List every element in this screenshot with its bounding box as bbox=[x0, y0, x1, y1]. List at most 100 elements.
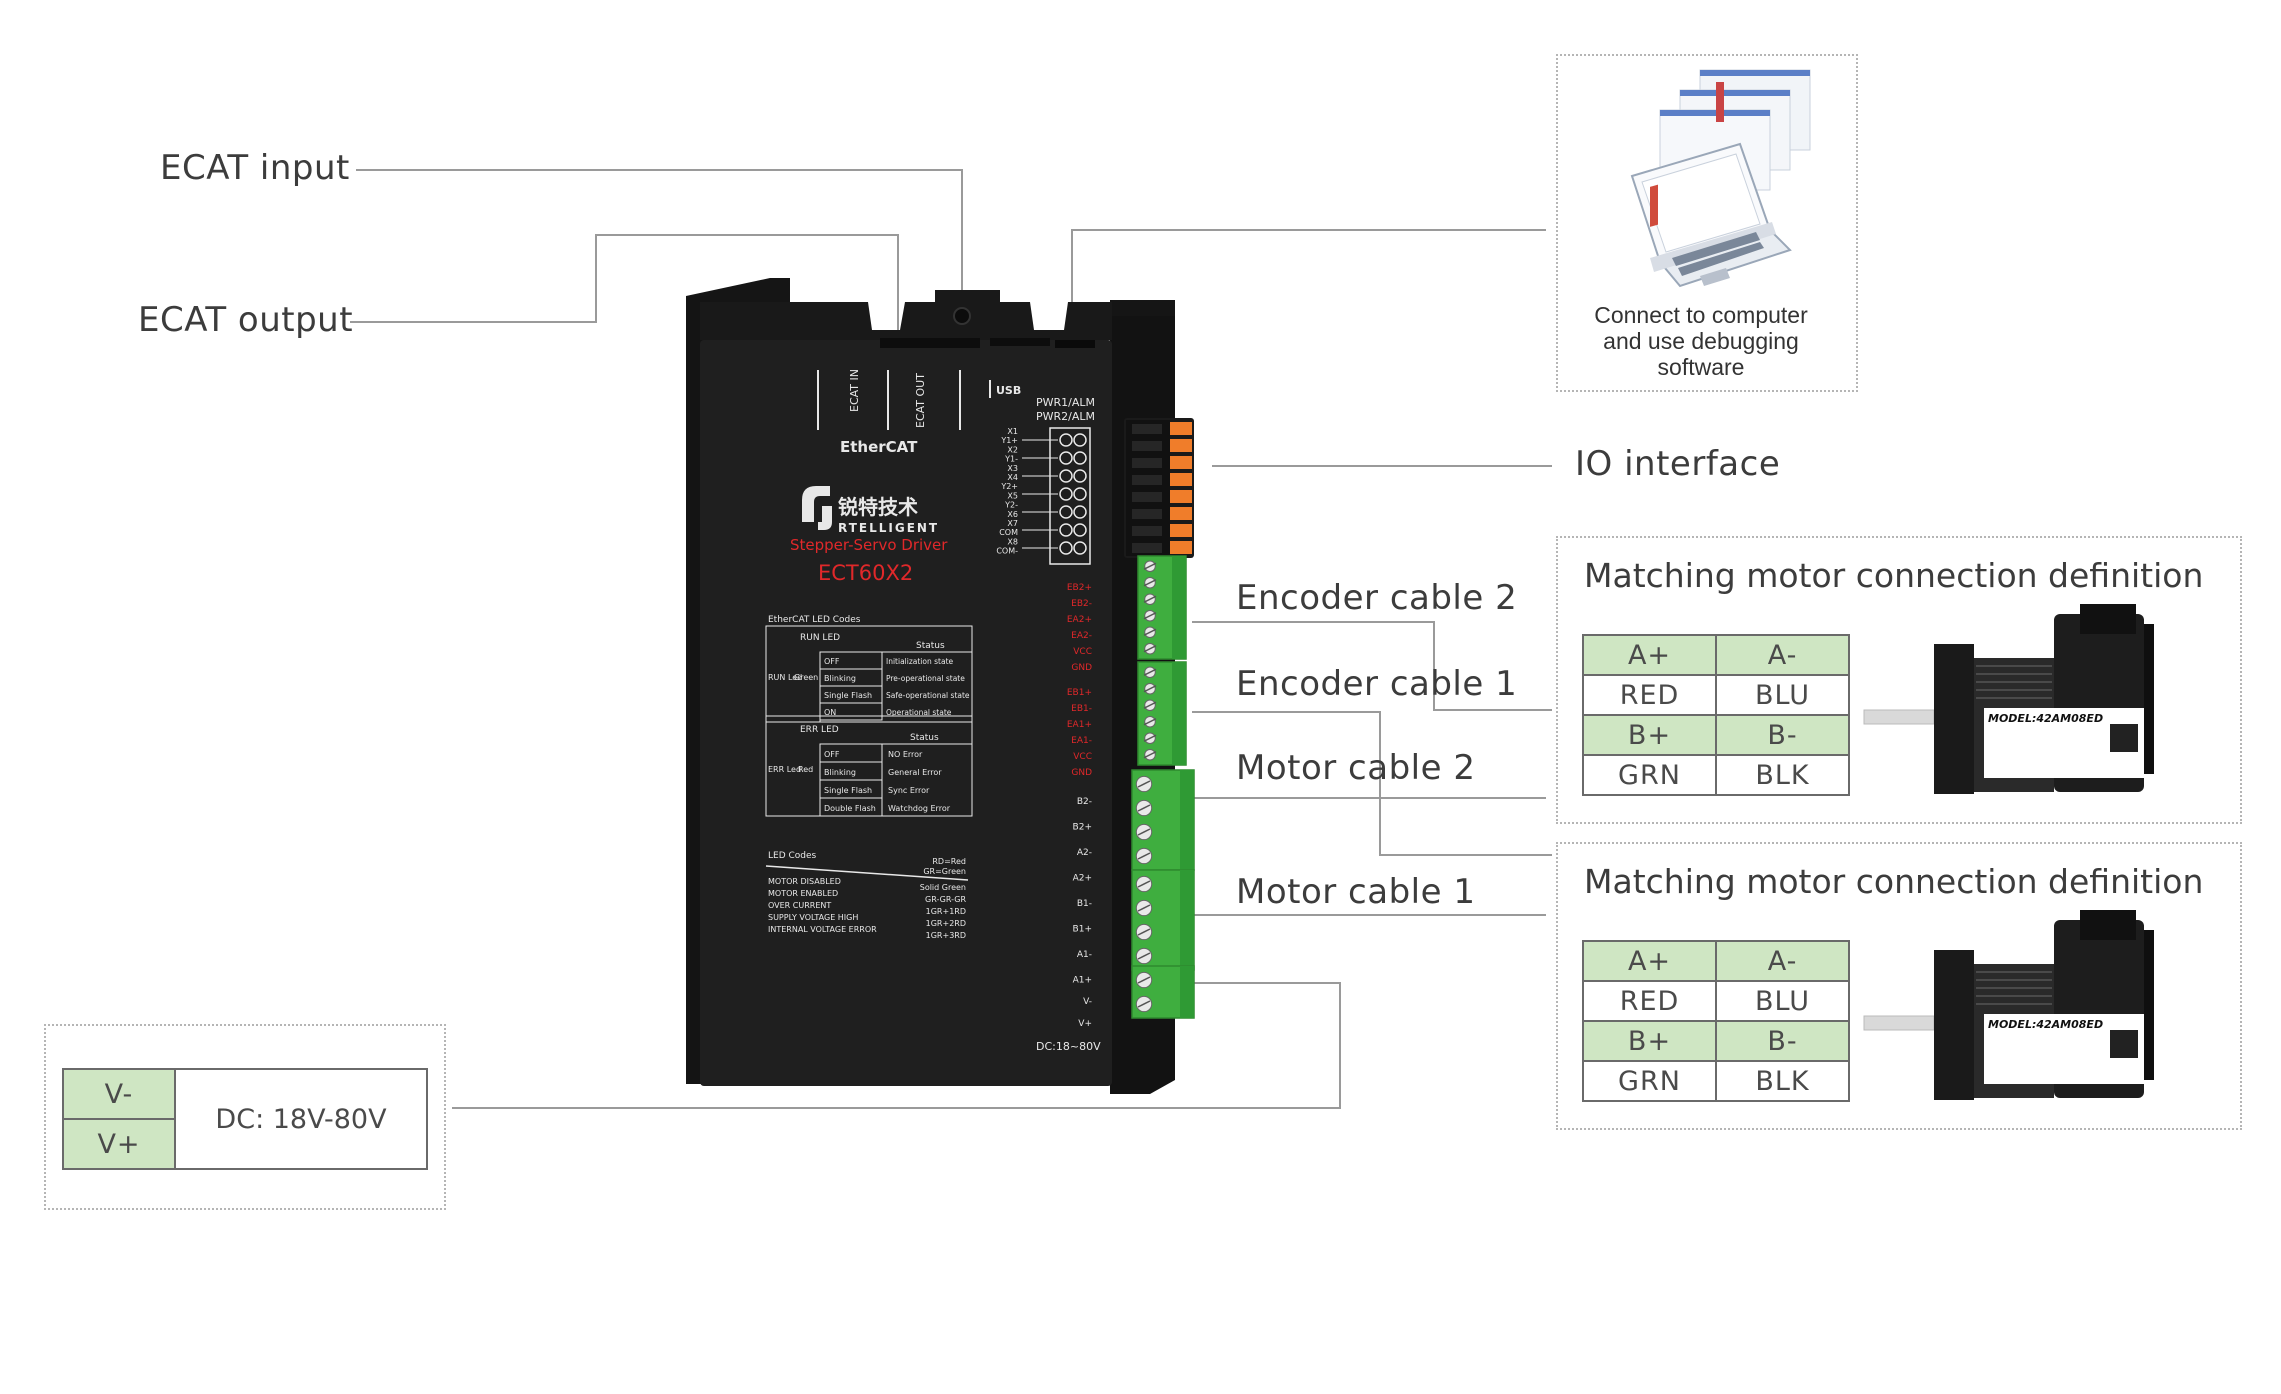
table-cell: BLU bbox=[1715, 980, 1850, 1022]
led-table-text: Initialization state bbox=[886, 657, 954, 666]
terminal-block-edge bbox=[1172, 556, 1186, 659]
led-table-text: ERR LED bbox=[800, 725, 839, 735]
port-usb-label: USB bbox=[996, 384, 1021, 397]
led-table-text: RUN Led bbox=[768, 673, 802, 682]
terminal-pin-label: EA2- bbox=[1071, 631, 1092, 641]
io-terminal-latch bbox=[1170, 473, 1192, 486]
callout-encoder-cable-2: Encoder cable 2 bbox=[1236, 578, 1518, 618]
io-pin-label: X3 bbox=[1007, 464, 1018, 473]
motor-definition-box-2 bbox=[1556, 842, 2242, 1130]
io-pin-label: X2 bbox=[1007, 445, 1018, 454]
table-cell: BLK bbox=[1715, 1060, 1850, 1102]
io-terminal-slot bbox=[1132, 424, 1162, 434]
motor-model-label-1: MODEL:42AM08ED bbox=[1988, 712, 2103, 725]
power-box bbox=[44, 1024, 446, 1210]
led-table-text: Single Flash bbox=[824, 786, 872, 795]
callout-io-interface: IO interface bbox=[1575, 444, 1781, 484]
io-pin-label: Y2+ bbox=[1000, 482, 1018, 491]
led-table-text: Blinking bbox=[824, 768, 856, 777]
table-cell: A- bbox=[1715, 634, 1850, 676]
product-model: ECT60X2 bbox=[818, 561, 913, 585]
io-led-indicator bbox=[1073, 523, 1087, 537]
io-pin-label: X6 bbox=[1007, 510, 1018, 519]
terminal-screw-slot bbox=[1143, 628, 1157, 636]
table-cell: BLK bbox=[1715, 754, 1850, 796]
io-led-indicator bbox=[1059, 469, 1073, 483]
io-pin-label: X1 bbox=[1007, 427, 1018, 436]
io-terminal-slot bbox=[1132, 526, 1162, 536]
terminal-screw-slot bbox=[1137, 976, 1151, 984]
io-pin-label: COM bbox=[999, 528, 1018, 537]
terminal-pin-label: EB2- bbox=[1071, 599, 1092, 609]
table-row: A+A- bbox=[1582, 634, 1850, 676]
io-led-indicator bbox=[1073, 505, 1087, 519]
table-cell: GRN bbox=[1582, 754, 1717, 796]
io-pin-label: X5 bbox=[1007, 491, 1018, 500]
io-led-indicator bbox=[1073, 469, 1087, 483]
table-row: V- DC: 18V-80V bbox=[62, 1068, 428, 1170]
driver-illustration bbox=[686, 278, 1194, 1094]
led-table-text: 1GR+3RD bbox=[926, 931, 966, 940]
terminal-screw-slot bbox=[1137, 852, 1151, 860]
computer-caption-line1: Connect to computer bbox=[1594, 302, 1808, 328]
driver-face bbox=[700, 340, 1112, 1086]
io-pin-label: COM- bbox=[996, 547, 1018, 556]
terminal-pin-label: A1+ bbox=[1073, 976, 1092, 986]
led-table-text: Operational state bbox=[886, 708, 952, 717]
motor-definition-title-2: Matching motor connection definition bbox=[1584, 862, 2204, 901]
led-table-text: 1GR+1RD bbox=[926, 907, 966, 916]
terminal-block-edge bbox=[1180, 966, 1194, 1018]
io-pin-label: Y1- bbox=[1004, 455, 1018, 464]
table-cell: BLU bbox=[1715, 674, 1850, 716]
led-table-text: MOTOR ENABLED bbox=[768, 889, 838, 898]
motor-definition-title-1: Matching motor connection definition bbox=[1584, 556, 2204, 595]
io-led-indicator bbox=[1059, 541, 1073, 555]
table-row: A+A- bbox=[1582, 940, 1850, 982]
terminal-pin-label: A1- bbox=[1077, 950, 1092, 960]
io-led-indicator bbox=[1059, 451, 1073, 465]
led-codes-rule bbox=[765, 865, 969, 881]
led-table-text: Sync Error bbox=[888, 786, 930, 795]
table-cell: B+ bbox=[1582, 1020, 1717, 1062]
terminal-screw-slot bbox=[1143, 701, 1157, 709]
terminal-pin-label: B1+ bbox=[1073, 925, 1092, 935]
io-terminal bbox=[1126, 420, 1192, 556]
table-cell: B- bbox=[1715, 1020, 1850, 1062]
led-table-text: SUPPLY VOLTAGE HIGH bbox=[768, 913, 858, 922]
port-ecat-out-label: ECAT OUT bbox=[914, 373, 927, 428]
io-terminal-slot bbox=[1132, 475, 1162, 485]
led-table-text: INTERNAL VOLTAGE ERROR bbox=[768, 925, 877, 934]
io-led-indicator bbox=[1059, 433, 1073, 447]
led-table-text: MOTOR DISABLED bbox=[768, 877, 841, 886]
computer-box bbox=[1556, 54, 1858, 392]
terminal-screw-slot bbox=[1143, 595, 1157, 603]
led-table-text: Green bbox=[794, 673, 818, 682]
terminal-pin-label: GND bbox=[1071, 663, 1092, 673]
led-table-text: Status bbox=[910, 733, 939, 743]
led-table-text: GR-GR-GR bbox=[925, 895, 966, 904]
led-table-text: Status bbox=[916, 641, 945, 651]
led-table-text: EtherCAT LED Codes bbox=[768, 615, 861, 625]
io-pin-label: X4 bbox=[1007, 473, 1018, 482]
led-table-text: OFF bbox=[824, 657, 840, 666]
io-led-indicator bbox=[1059, 523, 1073, 537]
pwr1-label: PWR1/ALM bbox=[1036, 396, 1095, 409]
leader-encoder-2 bbox=[1192, 621, 1552, 711]
led-table-text: LED Codes bbox=[768, 851, 817, 861]
terminal-screw-slot bbox=[1143, 579, 1157, 587]
led-table-cell bbox=[819, 702, 883, 721]
leader-encoder-1 bbox=[1192, 711, 1552, 856]
terminal-pin-label: VCC bbox=[1073, 752, 1092, 762]
terminal-screw-slot bbox=[1137, 880, 1151, 888]
computer-caption-line3: software bbox=[1657, 354, 1745, 380]
led-table-cell bbox=[819, 797, 883, 817]
product-type: Stepper-Servo Driver bbox=[790, 536, 948, 554]
led-table-text: Safe-operational state bbox=[886, 691, 970, 700]
led-table-text: Watchdog Error bbox=[888, 804, 951, 813]
terminal-block-edge bbox=[1180, 770, 1194, 870]
io-led-indicator bbox=[1073, 487, 1087, 501]
